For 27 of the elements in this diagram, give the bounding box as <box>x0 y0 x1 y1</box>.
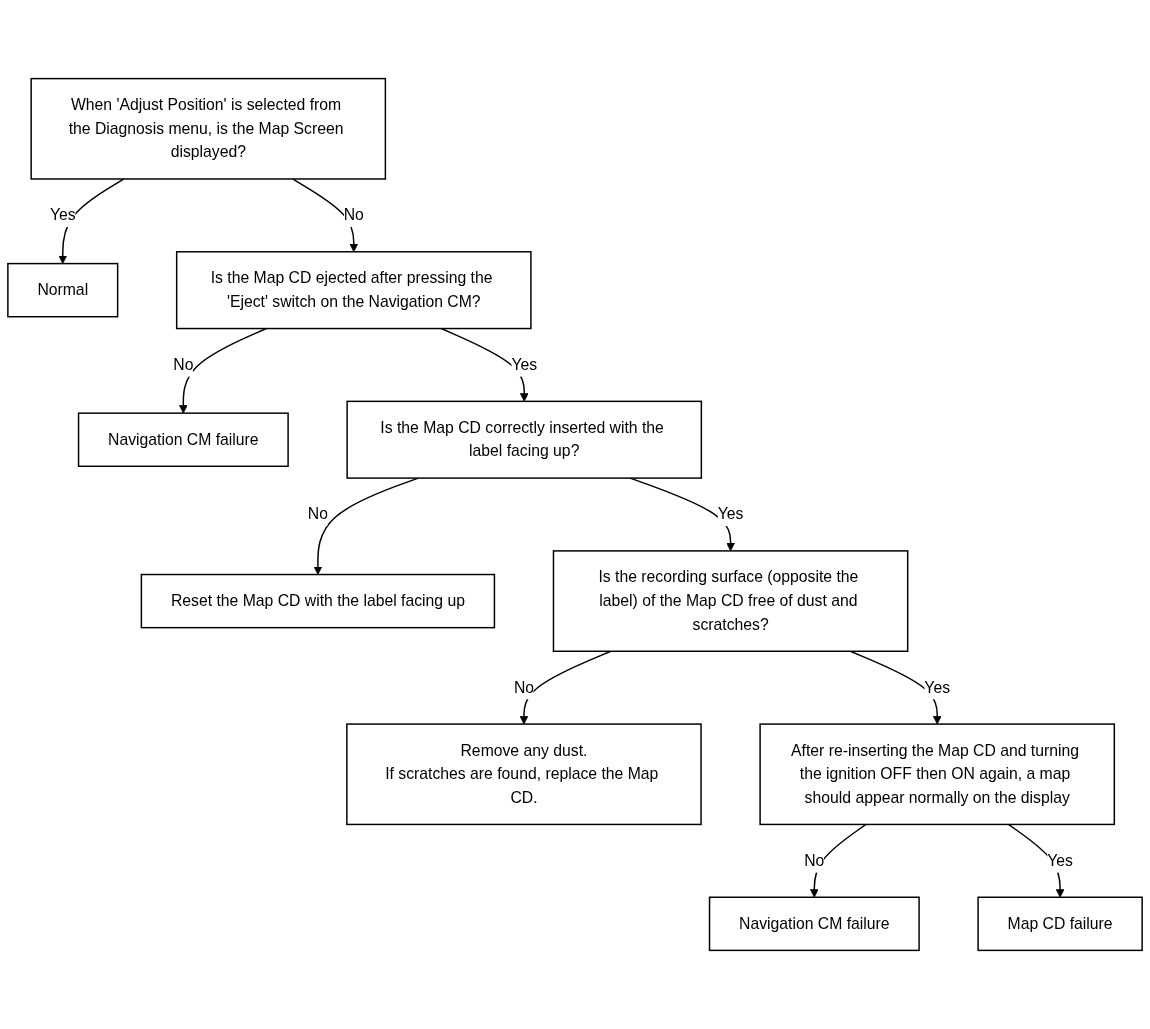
edge-label: Yes <box>924 678 951 696</box>
edge-label: Yes <box>1047 851 1073 869</box>
node-box: Is the Map CD correctly inserted with the label facing up? <box>346 400 703 479</box>
edge-label: No <box>343 206 364 224</box>
node-box: After re-inserting the Map CD and turning the ignition OFF then ON again, a map should appear normally on the display <box>759 723 1116 826</box>
node-box: Navigation CM failure <box>77 412 289 468</box>
node-box: Is the recording surface (opposite the label) of the Map CD free of dust and scratches? <box>552 550 909 652</box>
edge-label: Yes <box>49 206 76 224</box>
arrow <box>179 327 268 414</box>
arrow <box>849 650 942 725</box>
node-box: Normal <box>7 262 119 318</box>
edge-label: No <box>307 505 328 523</box>
node-box: Is the Map CD ejected after pressing the 'Eject' switch on the Navigation CM? <box>175 251 532 330</box>
arrow <box>440 327 529 402</box>
edge-label: No <box>804 851 825 869</box>
edge-label: No <box>513 678 535 696</box>
node-box: Map CD failure <box>977 896 1143 952</box>
edge-label: No <box>173 356 194 373</box>
node-box: Remove any dust. If scratches are found, replace the Map CD. <box>346 723 702 826</box>
arrow <box>519 650 612 725</box>
edge-label: Yes <box>717 505 744 523</box>
edge-label: Yes <box>511 356 538 373</box>
node-box: When 'Adjust Position' is selected from the Diagnosis menu, is the Map Screen displayed? <box>30 77 387 180</box>
arrow <box>291 178 359 253</box>
node-box: Reset the Map CD with the label facing up <box>140 573 496 629</box>
arrow <box>809 823 867 898</box>
node-box: Navigation CM failure <box>708 896 920 952</box>
